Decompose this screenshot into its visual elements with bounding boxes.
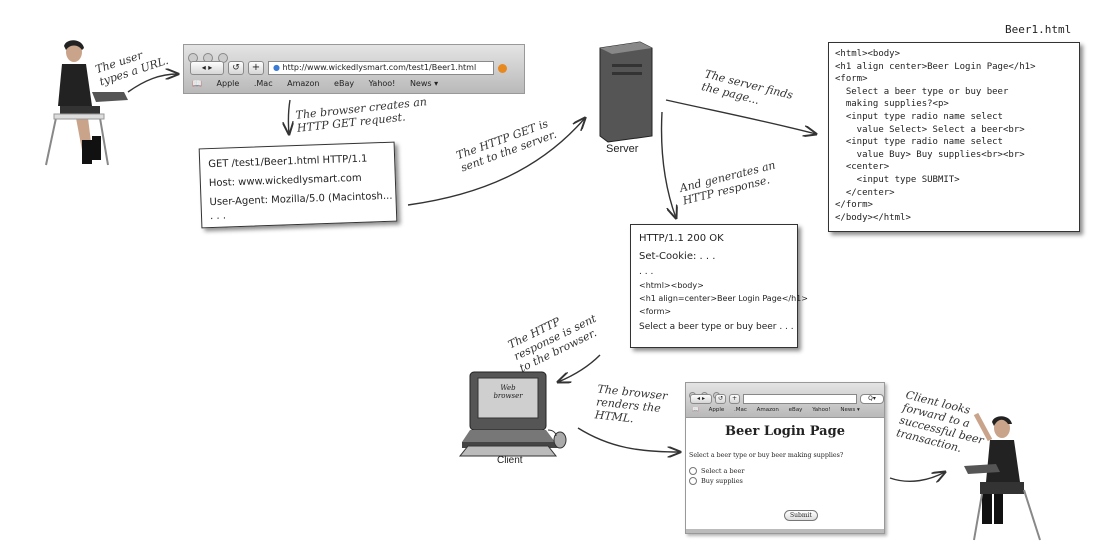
rendered-toolbar: ◂ ▸ ↺ + Q▾ 📖 Apple .Mac Amazon eBay Yaho… xyxy=(686,383,884,418)
globe-icon: ● xyxy=(273,63,280,72)
bookmark-yahoo[interactable]: Yahoo! xyxy=(368,79,396,88)
rendered-submit-button[interactable]: Submit xyxy=(784,510,818,521)
rendered-bookmark-amazon[interactable]: Amazon xyxy=(756,407,779,413)
http-request-card: GET /test1/Beer1.html HTTP/1.1 Host: www… xyxy=(198,141,398,229)
address-bar[interactable]: ● http://www.wickedlysmart.com/test1/Bee… xyxy=(268,61,494,75)
html-source-line: value Select> Select a beer<br> xyxy=(835,124,1025,135)
reload-icon[interactable]: ↺ xyxy=(228,61,244,75)
html-source-line: </form> xyxy=(835,200,873,211)
rss-icon[interactable] xyxy=(498,63,507,73)
http-response-card: HTTP/1.1 200 OK Set-Cookie: . . . . . . … xyxy=(630,224,808,348)
html-source-line: <html><body> xyxy=(835,49,901,59)
html-source-card: <html><body> <h1 align center>Beer Login … xyxy=(828,42,1080,232)
arrow-request-to-server xyxy=(407,118,585,206)
rendered-bookmark-yahoo[interactable]: Yahoo! xyxy=(812,407,831,413)
response-status: HTTP/1.1 200 OK xyxy=(639,233,724,244)
rendered-search-icon[interactable]: Q▾ xyxy=(860,394,884,404)
rendered-bookmark-news[interactable]: News ▾ xyxy=(840,407,860,413)
server-label: Server xyxy=(606,143,639,155)
arrow-browser-to-request xyxy=(288,99,290,134)
html-source-line: <input type radio name select xyxy=(835,111,1003,122)
user-figure-right xyxy=(964,412,1041,541)
response-ellipsis: . . . xyxy=(639,267,654,277)
bookmark-apple[interactable]: Apple xyxy=(216,79,240,88)
html-source-line: Select a beer type or buy beer xyxy=(835,86,1009,97)
bookmark-ebay[interactable]: eBay xyxy=(334,79,355,88)
response-set-cookie: Set-Cookie: . . . xyxy=(639,251,716,262)
rendered-bookmark-ebay[interactable]: eBay xyxy=(788,407,803,413)
rendered-add-icon[interactable]: + xyxy=(729,394,740,404)
html-source-line: </center> xyxy=(835,187,895,198)
response-html-open: <html><body> xyxy=(639,281,704,290)
arrow-to-happy-user xyxy=(889,472,945,481)
response-text: Select a beer type or buy beer . . . xyxy=(639,322,794,332)
browser-window-top: ◂ ▸ ↺ + ● http://www.wickedlysmart.com/t… xyxy=(183,44,525,94)
bookmark-amazon[interactable]: Amazon xyxy=(287,79,320,88)
arrow-client-to-rendered xyxy=(577,427,680,452)
rendered-reload-icon[interactable]: ↺ xyxy=(715,394,726,404)
user-figure-left xyxy=(45,40,128,166)
bookmarks-bar: 📖 Apple .Mac Amazon eBay Yahoo! News ▾ xyxy=(192,79,450,88)
rendered-bookmark-apple[interactable]: Apple xyxy=(708,407,725,413)
bookmark-mac[interactable]: .Mac xyxy=(253,79,273,88)
html-source-line: <h1 align center>Beer Login Page</h1> xyxy=(835,61,1036,72)
radio-buy-supplies[interactable] xyxy=(689,477,697,485)
rendered-option-buy[interactable]: Buy supplies xyxy=(689,477,743,485)
rendered-book-icon[interactable]: 📖 xyxy=(692,407,699,413)
arrow-server-to-html xyxy=(665,99,816,134)
rendered-status-bar xyxy=(686,529,884,533)
rendered-address-bar[interactable] xyxy=(743,394,857,404)
rendered-bookmark-mac[interactable]: .Mac xyxy=(734,407,747,413)
rendered-page-title: Beer Login Page xyxy=(725,424,845,439)
arrow-response-to-client xyxy=(558,354,601,382)
file-label: Beer1.html xyxy=(1005,23,1072,36)
html-source-line: <form> xyxy=(835,74,868,85)
rendered-question: Select a beer type or buy beer making su… xyxy=(689,452,844,459)
rendered-back-forward-button[interactable]: ◂ ▸ xyxy=(690,394,712,404)
response-h1: <h1 align=center>Beer Login Page</h1> xyxy=(639,294,808,303)
book-icon[interactable]: 📖 xyxy=(192,79,202,88)
back-forward-button[interactable]: ◂ ▸ xyxy=(190,61,224,75)
html-source-line: making supplies?<p> xyxy=(835,99,949,110)
radio-select-beer[interactable] xyxy=(689,467,697,475)
rendered-bookmarks-bar: 📖 Apple .Mac Amazon eBay Yahoo! News ▾ xyxy=(692,407,872,413)
arrow-user-to-browser xyxy=(127,74,178,93)
bookmark-news[interactable]: News ▾ xyxy=(409,79,439,88)
html-source-line: <center> xyxy=(835,162,890,173)
html-source-line: <input type SUBMIT> xyxy=(835,174,960,185)
rendered-browser-window: ◂ ▸ ↺ + Q▾ 📖 Apple .Mac Amazon eBay Yaho… xyxy=(685,382,885,534)
client-label: Client xyxy=(497,455,523,466)
html-source-line: value Buy> Buy supplies<br><br> xyxy=(835,149,1025,160)
arrow-server-to-response xyxy=(660,111,676,218)
response-form: <form> xyxy=(639,307,672,316)
server-icon xyxy=(599,41,653,143)
rendered-option-select[interactable]: Select a beer xyxy=(689,467,744,475)
html-source-line: </body></html> xyxy=(835,212,911,223)
add-bookmark-icon[interactable]: + xyxy=(248,61,264,75)
client-computer-icon xyxy=(458,371,567,457)
html-source-line: <input type radio name select xyxy=(835,137,1003,148)
